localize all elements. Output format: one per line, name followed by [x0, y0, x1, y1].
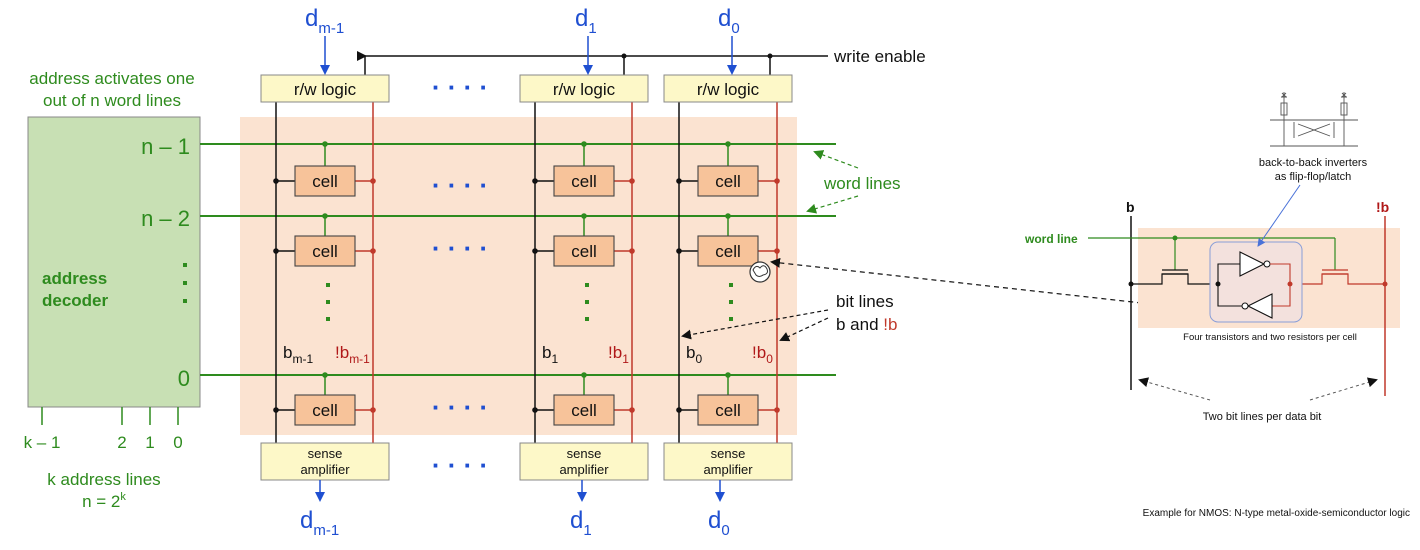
rw-logic-boxes	[260, 74, 793, 103]
cell-box	[553, 165, 615, 197]
decoder-row-0: 0	[178, 366, 190, 391]
detail-four-transistors-label: Four transistors and two resistors per c…	[1183, 332, 1357, 343]
cell-label: cell	[715, 401, 741, 420]
bit-lines	[275, 101, 778, 443]
cell-box	[553, 394, 615, 426]
detail-word-line-label: word line	[1024, 232, 1078, 246]
sense-amp-0-line1: sense	[711, 446, 746, 461]
detail-notb-label: !b	[1376, 199, 1389, 215]
magnifier-icon	[749, 261, 771, 283]
cell-label: cell	[715, 242, 741, 261]
data-output-arrows	[315, 480, 725, 502]
data-out-0: d0	[708, 507, 730, 539]
cell-label: cell	[715, 172, 741, 191]
bitline-label-notb-m1: !bm-1	[335, 343, 370, 366]
inverters-label-1: back-to-back inverters	[1259, 157, 1368, 169]
sense-amp-m1-line2: amplifier	[300, 462, 350, 477]
dots-row-n1: · · · ·	[432, 170, 488, 200]
write-enable-label: write enable	[833, 47, 926, 66]
address-pin-2: 2	[117, 433, 126, 452]
decoder-row-n2: n – 2	[141, 206, 190, 231]
sense-amp-1-line2: amplifier	[559, 462, 609, 477]
inverters-schematic-icon	[1270, 92, 1358, 147]
data-input-arrows	[320, 36, 737, 75]
rw-logic-label-0: r/w logic	[697, 80, 760, 99]
address-pin-k1: k – 1	[24, 433, 61, 452]
dots-row-n2: · · · ·	[432, 233, 488, 263]
k-address-lines-label: k address lines	[47, 470, 160, 489]
rw-logic-label-1: r/w logic	[553, 80, 616, 99]
inverters-label-2: as flip-flop/latch	[1275, 171, 1351, 183]
data-out-m1: dm-1	[300, 507, 339, 539]
bit-lines-arrows	[681, 309, 829, 342]
cell-label: cell	[571, 242, 597, 261]
memory-array-background	[240, 117, 797, 435]
bitline-label-notb-0: !b0	[752, 343, 773, 366]
bitline-label-b-1: b1	[542, 343, 558, 366]
address-pin-1: 1	[145, 433, 154, 452]
address-pins	[41, 407, 179, 425]
two-bit-lines-label: Two bit lines per data bit	[1203, 411, 1322, 423]
cell-label: cell	[571, 172, 597, 191]
cells: cell cell cell cell cell cell cell cell cell	[273, 141, 780, 426]
data-in-0: d0	[718, 5, 740, 37]
cell-box	[697, 394, 759, 426]
cell-box	[553, 235, 615, 267]
bitline-label-b-0: b0	[686, 343, 702, 366]
inverters-pointer	[1257, 184, 1301, 247]
data-in-1: d1	[575, 5, 597, 37]
bitline-label-b-m1: bm-1	[283, 343, 313, 366]
address-pin-0: 0	[173, 433, 182, 452]
sense-amp-0-line2: amplifier	[703, 462, 753, 477]
column-vertical-dots	[326, 283, 733, 321]
write-enable-bus	[357, 51, 828, 75]
bit-lines-label-1: bit lines	[836, 292, 894, 311]
bit-lines-label-2: b and !b	[836, 315, 897, 334]
dots-top: · · · ·	[432, 72, 488, 102]
cell-box	[294, 165, 356, 197]
footnote: Example for NMOS: N-type metal-oxide-sem…	[1143, 508, 1410, 519]
n-equals-label: n = 2k	[82, 491, 126, 511]
sense-amplifiers	[260, 442, 793, 481]
data-in-m1: dm-1	[305, 5, 344, 37]
bitline-label-notb-1: !b1	[608, 343, 629, 366]
rw-logic-label-m1: r/w logic	[294, 80, 357, 99]
cell-box	[697, 165, 759, 197]
sense-amp-1-line1: sense	[567, 446, 602, 461]
decoder-row-n1: n – 1	[141, 134, 190, 159]
cell-box	[294, 235, 356, 267]
cell-label: cell	[312, 242, 338, 261]
address-decoder-box	[27, 116, 201, 408]
dots-row-0: · · · ·	[432, 392, 488, 422]
decoder-vertical-dots	[183, 263, 187, 303]
decoder-label-1: address	[42, 269, 107, 288]
cell-label: cell	[312, 401, 338, 420]
word-lines-label: word lines	[823, 174, 901, 193]
address-activates-label-1: address activates one	[29, 69, 194, 88]
word-lines-arrows	[806, 150, 859, 214]
address-activates-label-2: out of n word lines	[43, 91, 181, 110]
data-out-1: d1	[570, 507, 592, 539]
decoder-label-2: decoder	[42, 291, 109, 310]
sense-amp-m1-line1: sense	[308, 446, 343, 461]
detail-cell	[1088, 216, 1400, 396]
cell-label: cell	[571, 401, 597, 420]
detail-pointer	[770, 257, 1161, 306]
dots-bottom: · · · ·	[432, 450, 488, 480]
cell-box	[294, 394, 356, 426]
cell-box	[697, 235, 759, 267]
detail-b-label: b	[1126, 199, 1135, 215]
cell-label: cell	[312, 172, 338, 191]
two-bit-lines-arrows	[1138, 377, 1378, 401]
